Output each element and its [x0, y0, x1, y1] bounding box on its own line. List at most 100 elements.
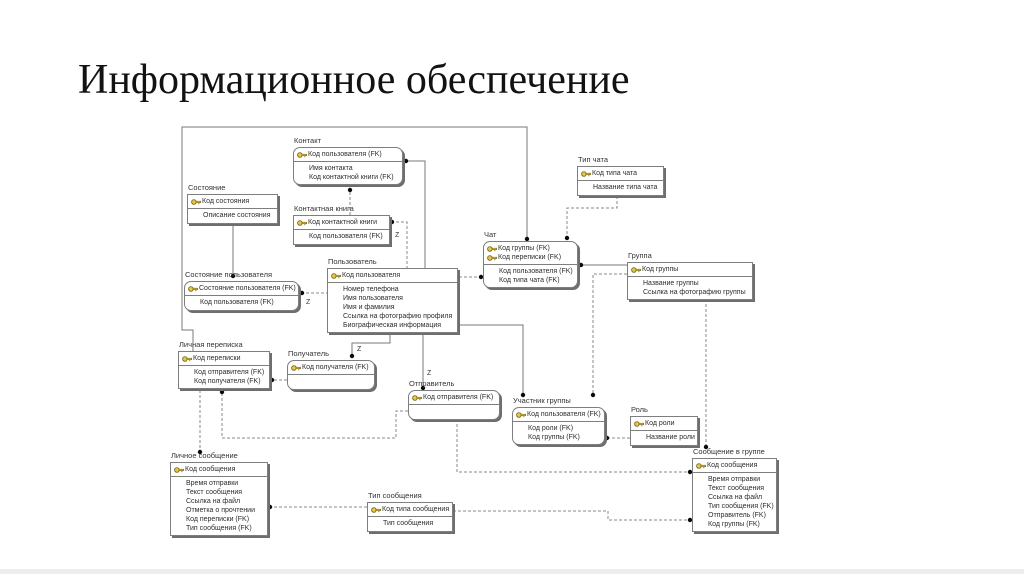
pk-field-text: Код сообщения	[707, 462, 758, 469]
primary-key-icon	[634, 420, 645, 428]
entity-state-attr-section: Описание состояния	[188, 208, 277, 223]
entity-receiver-pk-section: Код получателя (FK)	[288, 361, 374, 374]
pk-field-text: Код пользователя (FK)	[308, 151, 382, 158]
cardinality-dot	[578, 262, 584, 268]
attr-field: Имя и фамилия	[343, 304, 395, 311]
entity-chat-box: Код группы (FK)Код переписки (FK)Код пол…	[483, 241, 578, 288]
pk-field: Код контактной книги	[297, 218, 386, 227]
attr-field: Название группы	[643, 280, 699, 287]
primary-key-icon	[191, 198, 202, 206]
entity-chat-type-label: Тип чата	[578, 155, 609, 164]
entity-user-label: Пользователь	[328, 257, 377, 266]
pk-field: Код типа сообщения	[371, 505, 449, 514]
attr-field: Код пользователя (FK)	[200, 299, 274, 306]
entity-state-label: Состояние	[188, 183, 226, 192]
pk-field: Код типа чата	[581, 169, 660, 178]
attr-field: Код группы (FK)	[708, 521, 760, 528]
attr-field: Код отправителя (FK)	[194, 369, 265, 376]
entity-contact-label: Контакт	[294, 136, 322, 145]
entity-chat-pk-section: Код группы (FK)Код переписки (FK)	[484, 242, 577, 264]
pk-field: Код сообщения	[696, 461, 773, 470]
entity-user-state-box: Состояние пользователя (FK) Код пользоват…	[184, 281, 299, 311]
entity-sender-attr-section	[409, 404, 499, 419]
primary-key-icon	[331, 272, 342, 280]
pk-field: Код состояния	[191, 197, 274, 206]
primary-key-icon	[412, 394, 423, 402]
entity-user-state-label: Состояние пользователя	[185, 270, 273, 279]
cardinality-z-label: Z	[306, 299, 311, 306]
primary-key-icon	[487, 254, 498, 262]
primary-key-icon	[182, 355, 193, 363]
entity-sender-label: Отправитель	[409, 379, 455, 388]
pk-field: Код группы	[631, 265, 749, 274]
pk-field-text: Код типа сообщения	[382, 506, 450, 513]
entity-user-state-attr-section: Код пользователя (FK)	[185, 295, 298, 310]
attr-field: Код переписки (FK)	[186, 516, 250, 523]
attr-field: Код типа чата (FK)	[499, 277, 560, 284]
attr-field: Имя пользователя	[343, 295, 403, 302]
entity-user-pk-section: Код пользователя	[328, 269, 457, 282]
entity-correspondence-label: Личная переписка	[179, 340, 243, 349]
primary-key-icon	[631, 266, 642, 274]
attr-field: Тип сообщения	[383, 520, 434, 527]
attr-field: Тип сообщения (FK)	[708, 503, 774, 510]
primary-key-icon	[297, 151, 308, 159]
relationship-group-group-member	[592, 273, 627, 396]
entity-chat-attr-section: Код пользователя (FK)Код типа чата (FK)	[484, 264, 577, 287]
attr-field: Код контактной книги (FK)	[309, 174, 394, 181]
attr-field: Код пользователя (FK)	[309, 233, 383, 240]
entity-chat-type-pk-section: Код типа чата	[578, 167, 663, 180]
attr-field: Ссылка на фотографию профиля	[343, 313, 453, 320]
pk-field: Код пользователя (FK)	[297, 150, 399, 159]
pk-field: Код роли	[634, 419, 694, 428]
entity-group-member-box: Код пользователя (FK) Код роли (FK)Код гр…	[512, 407, 605, 445]
pk-field: Состояние пользователя (FK)	[188, 284, 296, 293]
primary-key-icon	[581, 170, 592, 178]
entity-group-message-label: Сообщение в группе	[693, 447, 765, 456]
attr-field: Ссылка на файл	[186, 498, 241, 505]
attr-field: Биографическая информация	[343, 322, 442, 329]
attr-field: Название типа чата	[593, 184, 658, 191]
entity-sender-box: Код отправителя (FK)	[408, 390, 500, 420]
pk-field: Код пользователя (FK)	[516, 410, 601, 419]
entity-group-member-attr-section: Код роли (FK)Код группы (FK)	[513, 421, 604, 444]
entity-group-member-label: Участник группы	[513, 396, 571, 405]
attr-field: Время отправки	[708, 476, 761, 483]
entity-user-state-pk-section: Состояние пользователя (FK)	[185, 282, 298, 295]
pk-field-text: Код группы (FK)	[498, 245, 550, 252]
pk-field-text: Код группы	[642, 266, 679, 273]
pk-field-text: Код состояния	[202, 198, 250, 205]
primary-key-icon	[371, 506, 382, 514]
cardinality-dot	[269, 377, 275, 383]
entity-chat-type-attr-section: Название типа чата	[578, 180, 663, 195]
slide-bottom-edge	[0, 569, 1024, 574]
entity-role-pk-section: Код роли	[631, 417, 697, 430]
attr-field: Текст сообщения	[186, 489, 243, 496]
cardinality-dot	[267, 504, 273, 510]
pk-field-text: Код отправителя (FK)	[423, 394, 494, 401]
entity-group-label: Группа	[628, 251, 652, 260]
entity-correspondence-attr-section: Код отправителя (FK)Код получателя (FK)	[179, 365, 269, 388]
attr-field: Номер телефона	[343, 286, 399, 293]
entity-receiver-box: Код получателя (FK)	[287, 360, 375, 390]
pk-field: Код отправителя (FK)	[412, 393, 496, 402]
